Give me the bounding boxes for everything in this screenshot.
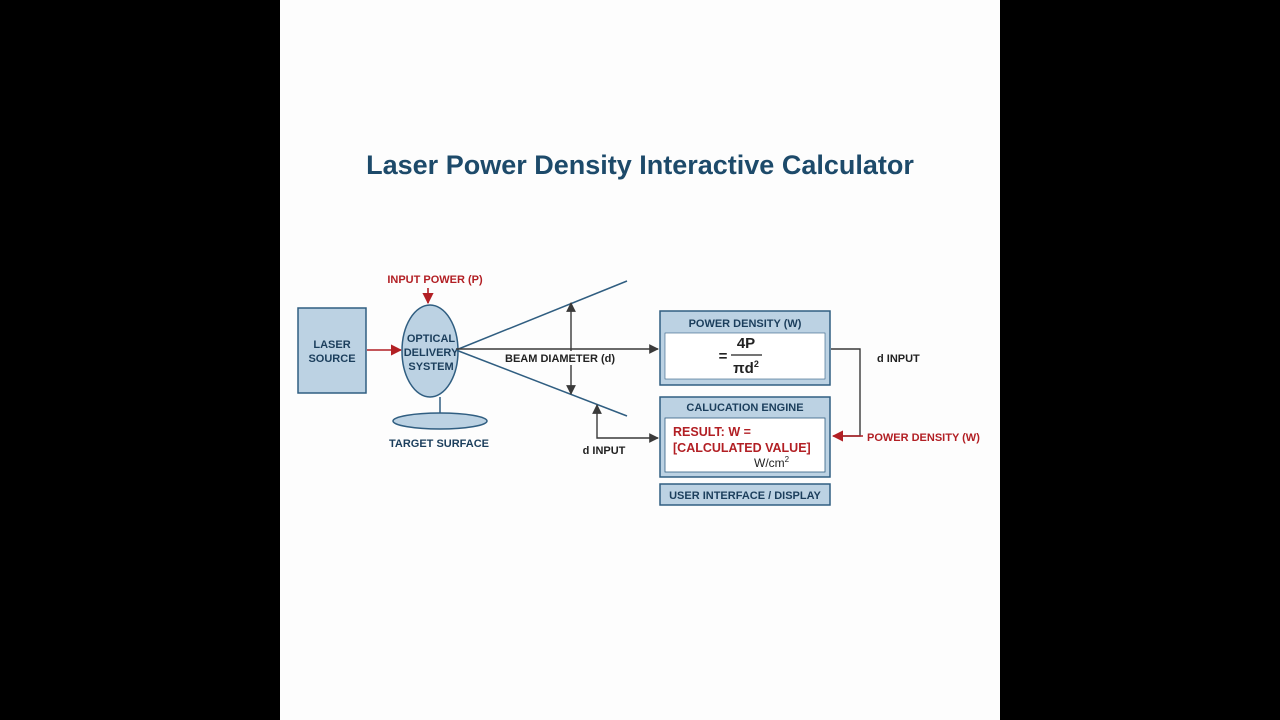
beam-upper-edge: [455, 280, 628, 351]
target-surface-label: TARGET SURFACE: [389, 438, 489, 450]
power-density-block: POWER DENSITY (W) = 4P πd2: [659, 310, 831, 386]
d-input-right-connector: [831, 348, 861, 437]
d-input-right-label: d INPUT: [877, 353, 920, 365]
d-input-left-connector: [592, 404, 659, 443]
input-power-label: INPUT POWER (P): [387, 274, 483, 286]
optical-delivery-label-line2: DELIVERY: [404, 347, 459, 359]
user-interface-display-label: USER INTERFACE / DISPLAY: [669, 490, 821, 502]
result-unit: W/cm2: [754, 455, 790, 470]
content-panel: Laser Power Density Interactive Calculat…: [280, 0, 1000, 720]
laser-source-label-line1: LASER: [313, 339, 350, 351]
beam-label-backdrop: [503, 351, 618, 365]
laser-source-box: [297, 307, 367, 394]
result-panel: [664, 417, 826, 473]
result-value-placeholder: [CALCULATED VALUE]: [673, 441, 811, 455]
laser-source-block: LASER SOURCE: [297, 307, 367, 394]
power-density-right-label: POWER DENSITY (W): [867, 432, 980, 444]
optical-delivery-label-line3: SYSTEM: [408, 361, 453, 373]
formula-panel: [664, 332, 826, 380]
power-density-header: POWER DENSITY (W): [689, 318, 802, 330]
d-input-left-label: d INPUT: [583, 445, 626, 457]
user-interface-display-box: [659, 483, 831, 506]
laser-source-label-line2: SOURCE: [308, 353, 355, 365]
formula-equals: =: [719, 348, 728, 365]
formula-numerator: 4P: [737, 335, 755, 352]
laser-power-density-diagram: LASER SOURCE INPUT POWER (P) OPTICAL DEL…: [297, 274, 980, 506]
beam-diameter-label: BEAM DIAMETER (d): [505, 353, 615, 365]
calculation-engine-header: CALUCATION ENGINE: [686, 402, 803, 414]
optical-delivery-label-line1: OPTICAL: [407, 333, 456, 345]
target-surface-ellipse: [392, 412, 488, 430]
result-line1: RESULT: W =: [673, 425, 751, 439]
user-interface-display-block: USER INTERFACE / DISPLAY: [659, 483, 831, 506]
formula-denominator: πd2: [733, 359, 759, 377]
calculation-engine-block: CALUCATION ENGINE RESULT: W = [CALCULATE…: [659, 396, 831, 478]
page-title: Laser Power Density Interactive Calculat…: [366, 150, 914, 180]
